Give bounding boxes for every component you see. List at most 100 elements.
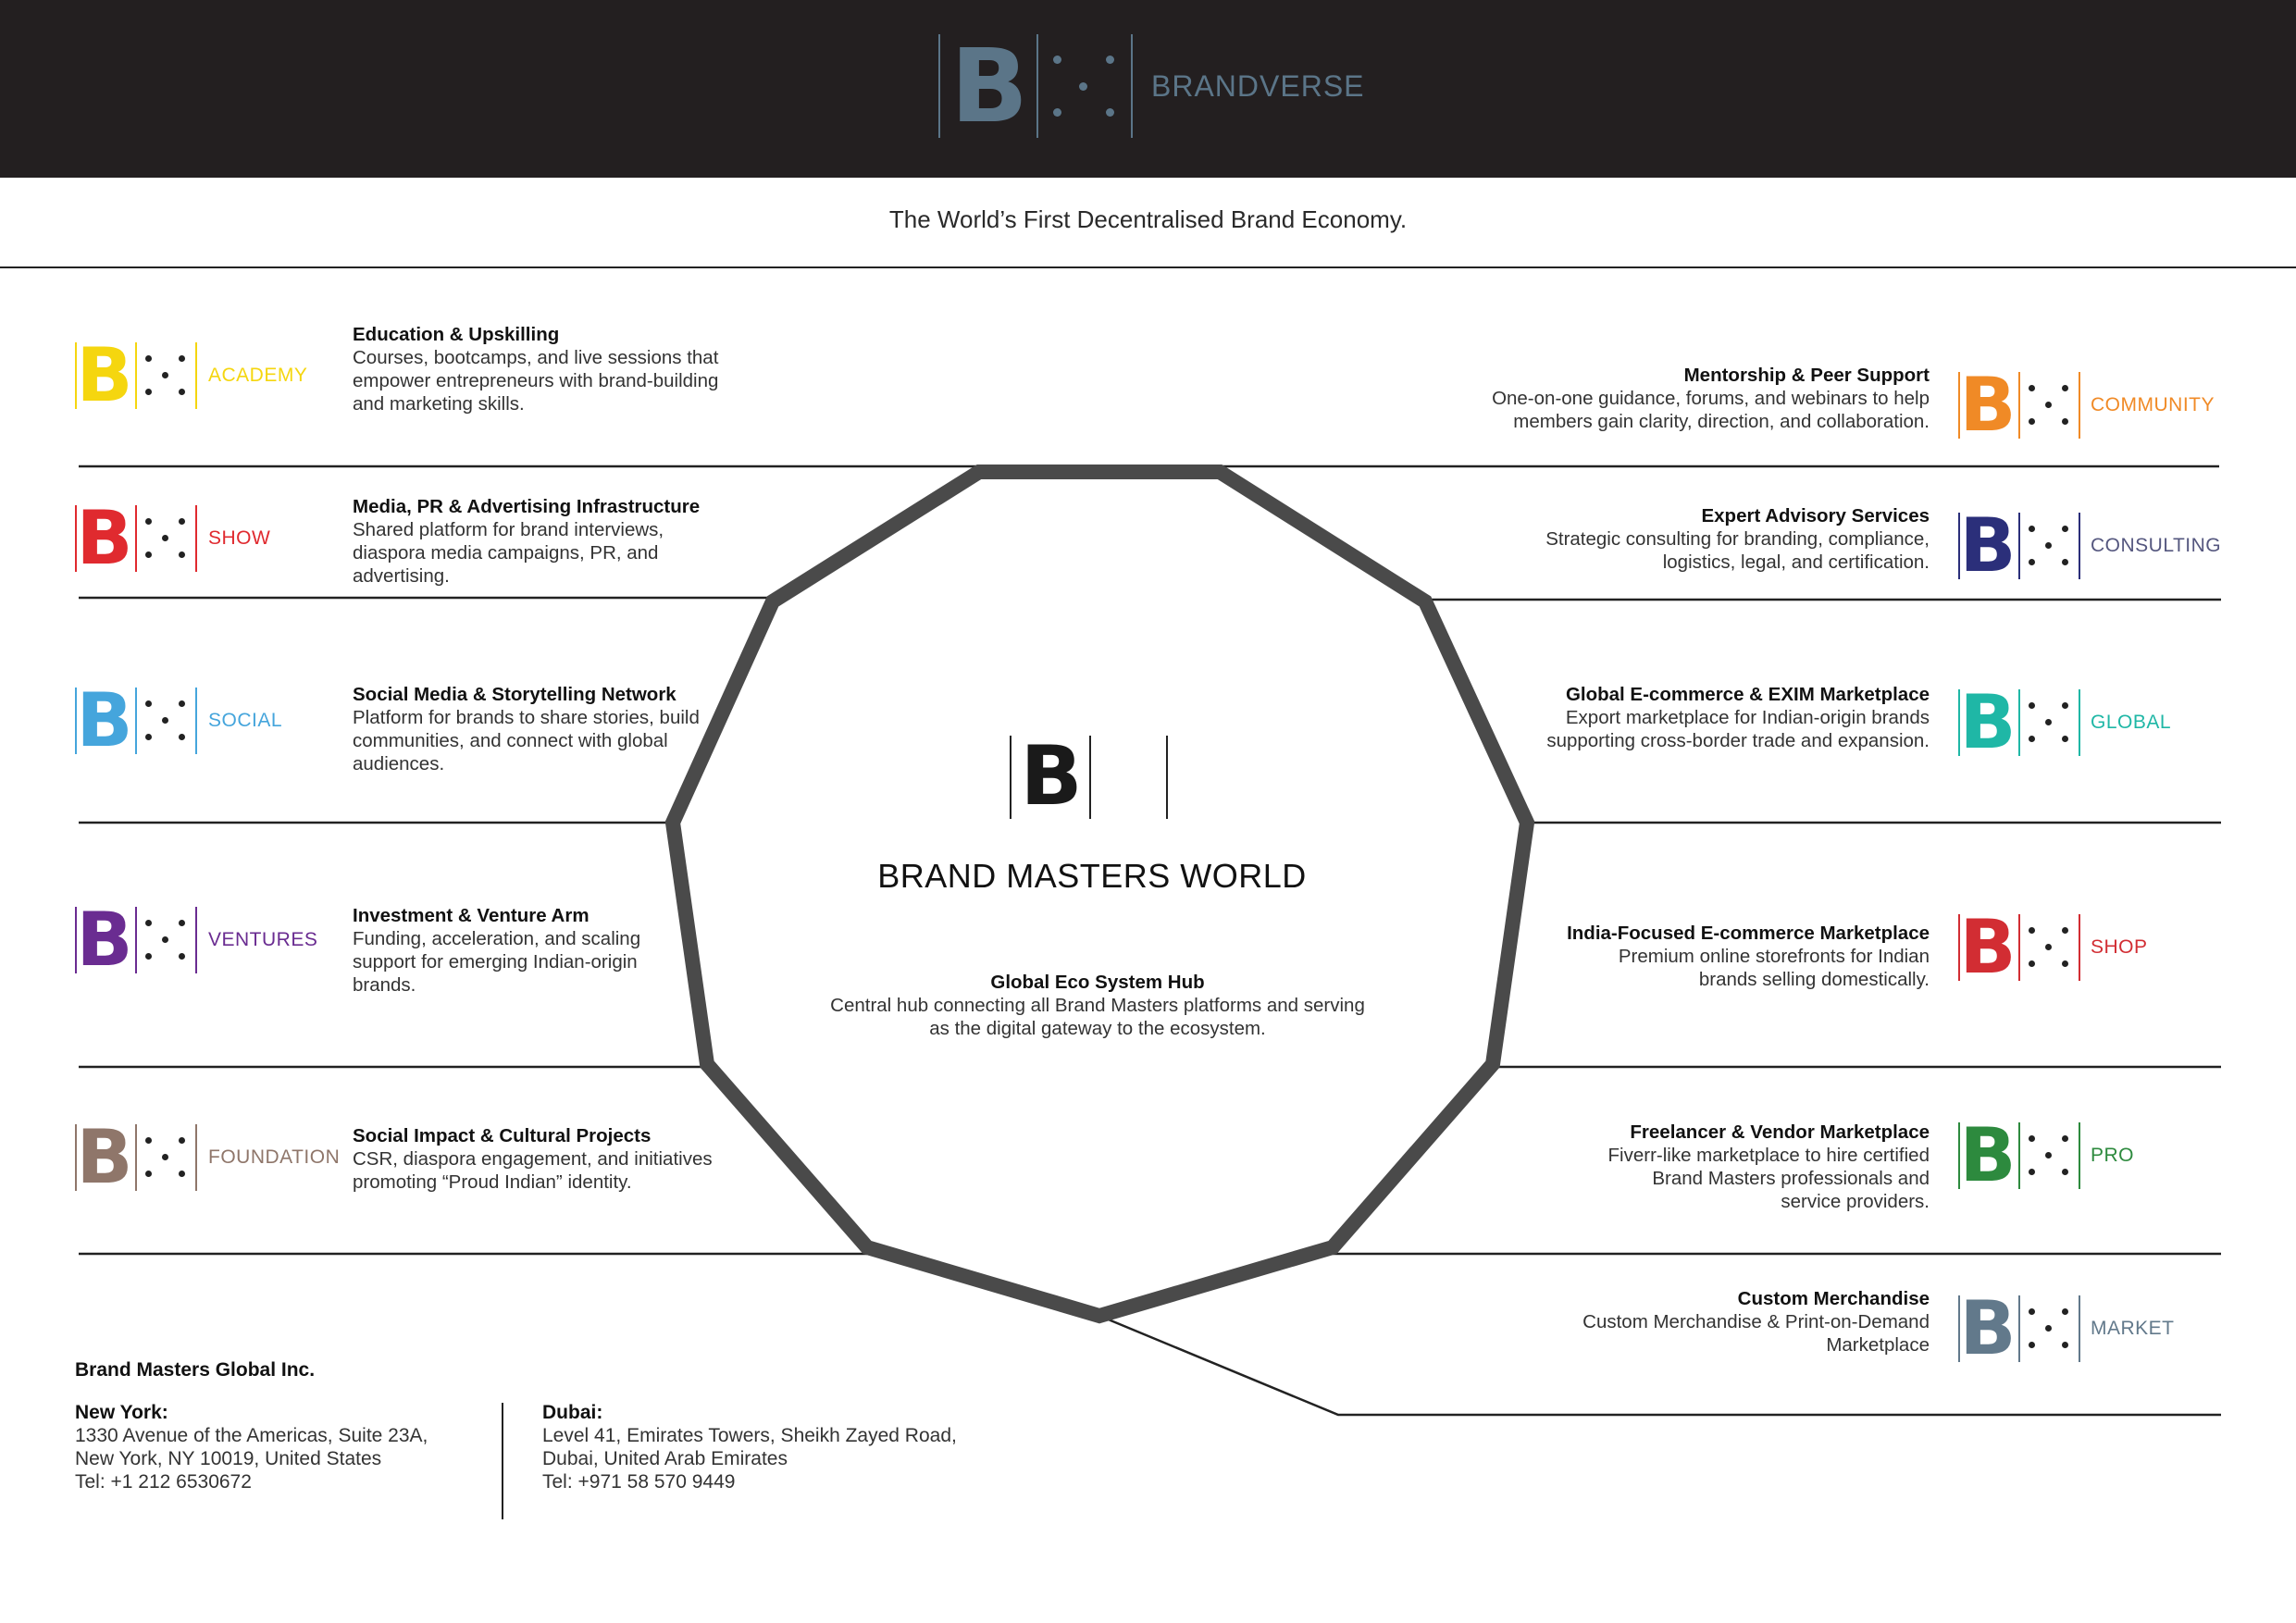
unit-desc: One-on-one guidance, forums, and webinar… bbox=[1492, 388, 1930, 432]
show-logo[interactable]: B SHOW bbox=[75, 500, 408, 577]
logo-bar bbox=[1958, 1122, 1960, 1189]
logo-dot bbox=[2062, 526, 2068, 532]
unit-desc: Custom Merchandise & Print-on-Demand Mar… bbox=[1582, 1311, 1930, 1356]
social-logo[interactable]: B SOCIAL bbox=[75, 682, 408, 760]
logo-bar bbox=[2018, 689, 2020, 756]
logo-dot bbox=[2062, 736, 2068, 742]
logo-bar bbox=[1958, 689, 1960, 756]
unit-title: India-Focused E-commerce Marketplace bbox=[1567, 923, 1930, 944]
shop-logo[interactable]: B SHOP bbox=[1958, 909, 2291, 986]
community-description: Mentorship & Peer Support One-on-one gui… bbox=[1430, 364, 1930, 433]
divider bbox=[0, 266, 2296, 268]
market-logo[interactable]: B MARKET bbox=[1958, 1290, 2291, 1368]
logo-dot bbox=[2045, 944, 2052, 950]
ventures-logo[interactable]: B VENTURES bbox=[75, 901, 408, 979]
market-description: Custom Merchandise Custom Merchandise & … bbox=[1541, 1287, 1930, 1357]
logo-dot bbox=[162, 372, 168, 378]
ecosystem-hub-polygon bbox=[664, 465, 1535, 1324]
logo-bar bbox=[75, 1124, 77, 1191]
unit-title: Media, PR & Advertising Infrastructure bbox=[353, 496, 701, 517]
unit-name: SHOW bbox=[208, 527, 271, 549]
logo-bar bbox=[195, 1124, 197, 1191]
pro-description: Freelancer & Vendor Marketplace Fiverr-l… bbox=[1559, 1121, 1930, 1213]
logo-dot bbox=[2029, 1308, 2035, 1315]
foundation-logo[interactable]: B FOUNDATION bbox=[75, 1119, 408, 1196]
market-connector bbox=[1098, 1314, 2221, 1417]
logo-dot bbox=[162, 717, 168, 724]
community-logo[interactable]: B COMMUNITY bbox=[1958, 366, 2291, 444]
logo-bar bbox=[135, 505, 137, 572]
footer-divider bbox=[502, 1403, 503, 1519]
logo-bar bbox=[1958, 513, 1960, 579]
unit-title: Investment & Venture Arm bbox=[353, 905, 590, 926]
logo-dot bbox=[162, 1154, 168, 1160]
logo-bar bbox=[2018, 1122, 2020, 1189]
logo-dot bbox=[179, 518, 185, 525]
hub-description: Global Eco System Hub Central hub connec… bbox=[820, 971, 1375, 1040]
logo-letter: B bbox=[76, 495, 133, 581]
logo-bar bbox=[1958, 1295, 1960, 1362]
logo-dot bbox=[2045, 402, 2052, 408]
logo-dot bbox=[179, 389, 185, 395]
logo-dot bbox=[2029, 1135, 2035, 1142]
unit-desc: Shared platform for brand interviews, di… bbox=[353, 519, 664, 587]
logo-dot bbox=[145, 518, 152, 525]
logo-dot bbox=[145, 920, 152, 926]
unit-name: COMMUNITY bbox=[2091, 394, 2215, 415]
consulting-logo[interactable]: B CONSULTING bbox=[1958, 507, 2291, 585]
show-description: Media, PR & Advertising Infrastructure S… bbox=[353, 495, 741, 588]
logo-dot bbox=[2029, 1342, 2035, 1348]
unit-title: Education & Upskilling bbox=[353, 324, 560, 345]
logo-dot bbox=[2029, 736, 2035, 742]
unit-title: Expert Advisory Services bbox=[1701, 505, 1930, 527]
logo-dot bbox=[179, 1171, 185, 1177]
header-bar: B BRANDVERSE bbox=[0, 0, 2296, 178]
unit-name: ACADEMY bbox=[208, 365, 308, 386]
unit-name: FOUNDATION bbox=[208, 1146, 341, 1168]
academy-description: Education & Upskilling Courses, bootcamp… bbox=[353, 323, 741, 415]
logo-letter: B bbox=[1959, 362, 2017, 448]
pro-logo[interactable]: B PRO bbox=[1958, 1117, 2291, 1195]
unit-title: Custom Merchandise bbox=[1737, 1288, 1930, 1309]
shop-description: India-Focused E-commerce Marketplace Pre… bbox=[1485, 922, 1930, 991]
brand-masters-logo: B bbox=[1010, 732, 1176, 821]
brandverse-logo: B BRANDVERSE bbox=[938, 31, 1365, 142]
brand-name: BRANDVERSE bbox=[1151, 69, 1365, 103]
unit-name: PRO bbox=[2091, 1145, 2135, 1166]
logo-dot bbox=[145, 1171, 152, 1177]
foundation-description: Social Impact & Cultural Projects CSR, d… bbox=[353, 1124, 760, 1194]
unit-title: Global E-commerce & EXIM Marketplace bbox=[1565, 684, 1930, 705]
office-dubai: Dubai: Level 41, Emirates Towers, Sheikh… bbox=[542, 1401, 957, 1493]
unit-name: MARKET bbox=[2091, 1318, 2175, 1339]
logo-dot bbox=[2029, 526, 2035, 532]
unit-title: Freelancer & Vendor Marketplace bbox=[1630, 1121, 1930, 1143]
ventures-description: Investment & Venture Arm Funding, accele… bbox=[353, 904, 686, 997]
logo-letter: B bbox=[1959, 679, 2017, 765]
logo-dot bbox=[1079, 82, 1087, 91]
logo-letter: B bbox=[1959, 1285, 2017, 1371]
logo-bar bbox=[195, 688, 197, 754]
global-logo[interactable]: B GLOBAL bbox=[1958, 684, 2291, 762]
logo-dot bbox=[179, 700, 185, 707]
academy-logo[interactable]: B ACADEMY bbox=[75, 337, 408, 415]
logo-dot bbox=[2062, 559, 2068, 565]
logo-bar bbox=[75, 907, 77, 973]
office-city: Dubai: bbox=[542, 1402, 603, 1423]
logo-dot bbox=[179, 551, 185, 558]
logo-dot bbox=[179, 734, 185, 740]
unit-name: SOCIAL bbox=[208, 710, 283, 731]
company-name: Brand Masters Global Inc. bbox=[75, 1359, 316, 1381]
logo-dot bbox=[2062, 385, 2068, 391]
logo-dot bbox=[1106, 108, 1114, 117]
center-title: BRAND MASTERS WORLD bbox=[877, 857, 1307, 895]
logo-bar bbox=[75, 342, 77, 409]
logo-bar bbox=[2079, 372, 2080, 439]
logo-letter: B bbox=[950, 27, 1028, 145]
logo-bar bbox=[1010, 736, 1011, 819]
unit-desc: CSR, diaspora engagement, and initiative… bbox=[353, 1148, 713, 1193]
logo-dot bbox=[145, 1137, 152, 1144]
logo-letter: B bbox=[76, 677, 133, 763]
logo-dot bbox=[2062, 702, 2068, 709]
logo-dot bbox=[1053, 108, 1061, 117]
